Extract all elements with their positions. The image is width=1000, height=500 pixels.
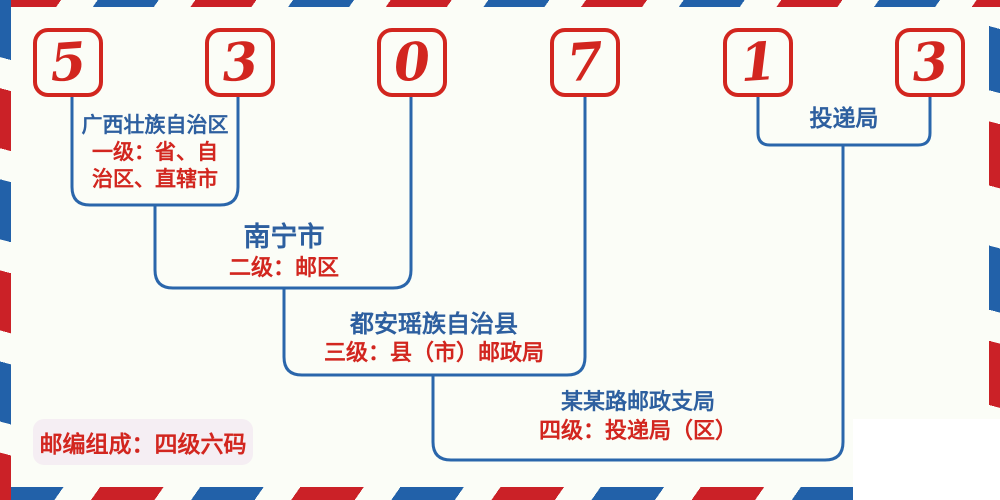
- bracket-level-4: [431, 145, 845, 462]
- level-4-place: 某某路邮政支局: [560, 389, 715, 414]
- digit-box-5: 1: [723, 28, 793, 97]
- level-1-desc-line1: 一级：省、自: [92, 141, 218, 164]
- digit-6: 3: [909, 30, 951, 94]
- digit-box-4: 7: [550, 28, 620, 97]
- level-2-label: 南宁市 二级：邮区: [159, 221, 409, 282]
- digit-1: 5: [47, 30, 89, 94]
- bracket-delivery: [756, 97, 932, 147]
- level-1-place: 广西壮族自治区: [81, 114, 229, 137]
- airmail-border-bottom: [0, 487, 1000, 500]
- white-patch: [853, 419, 1000, 500]
- digit-2: 3: [219, 30, 261, 94]
- digit-box-2: 3: [205, 28, 275, 97]
- digit-3: 0: [391, 30, 433, 94]
- digit-4: 7: [564, 30, 606, 94]
- digit-box-6: 3: [895, 28, 965, 97]
- digit-5: 1: [737, 30, 779, 94]
- level-4-desc: 四级：投递局（区）: [538, 418, 737, 443]
- level-3-label: 都安瑶族自治县 三级：县（市）邮政局: [309, 310, 559, 367]
- level-1-desc-line2: 治区、直辖市: [92, 168, 218, 191]
- level-2-place: 南宁市: [243, 222, 325, 252]
- level-3-desc: 三级：县（市）邮政局: [323, 340, 544, 365]
- digit-box-3: 0: [377, 28, 447, 97]
- level-4-label: 某某路邮政支局 四级：投递局（区）: [513, 388, 763, 447]
- level-3-place: 都安瑶族自治县: [350, 311, 518, 338]
- airmail-border-right: [989, 0, 1000, 500]
- level-1-label: 广西壮族自治区 一级：省、自 治区、直辖市: [73, 112, 237, 193]
- airmail-border-left: [0, 0, 11, 500]
- delivery-bureau-label: 投递局: [809, 105, 879, 131]
- digit-box-1: 5: [33, 28, 103, 97]
- footer-badge: 邮编组成：四级六码: [33, 419, 253, 465]
- airmail-border-top: [0, 0, 1000, 7]
- level-2-desc: 二级：邮区: [228, 255, 339, 280]
- footer-badge-text: 邮编组成：四级六码: [39, 431, 247, 457]
